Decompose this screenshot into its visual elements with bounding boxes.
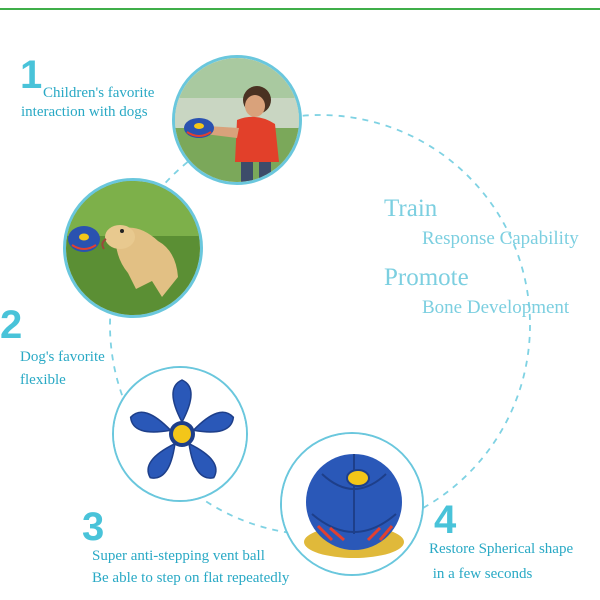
benefit-1-title: Train bbox=[384, 195, 438, 222]
top-divider bbox=[0, 8, 600, 10]
flat-ufo-ball-photo bbox=[112, 366, 248, 502]
ufo-ball-icon bbox=[184, 118, 214, 138]
step-3-caption: Super anti-stepping vent ball Be able to… bbox=[92, 547, 289, 588]
step-1-number: 1 bbox=[20, 53, 43, 97]
step-1-caption: Children's favorite interaction with dog… bbox=[21, 84, 155, 122]
step-3-number: 3 bbox=[82, 505, 105, 549]
step-2-number: 2 bbox=[0, 303, 23, 347]
step-4-number: 4 bbox=[434, 498, 457, 542]
step-2-line-2: flexible bbox=[20, 371, 66, 388]
benefit-2-subtitle: Bone Development bbox=[422, 297, 570, 318]
child-throwing-ball-photo bbox=[172, 55, 302, 185]
flat-ufo-ball-icon bbox=[114, 368, 246, 500]
benefit-1-subtitle: Response Capability bbox=[422, 228, 579, 249]
step-3-line-1: Super anti-stepping vent ball bbox=[92, 548, 265, 564]
step-4-caption: Restore Spherical shape in a few seconds bbox=[429, 540, 573, 584]
step-1-line-2: interaction with dogs bbox=[21, 103, 148, 120]
step-4-line-2: in a few seconds bbox=[429, 565, 533, 582]
dog-catching-ball-photo bbox=[63, 178, 203, 318]
step-2-line-1: Dog's favorite bbox=[20, 349, 105, 365]
spherical-ufo-ball-icon bbox=[282, 434, 422, 574]
step-2-caption: Dog's favorite flexible bbox=[20, 348, 105, 390]
spherical-ufo-ball-photo bbox=[280, 432, 424, 576]
benefit-2-title: Promote bbox=[384, 264, 469, 291]
step-1-line-1: Children's favorite bbox=[43, 85, 155, 101]
step-3-line-2: Be able to step on flat repeatedly bbox=[92, 569, 290, 586]
step-4-line-1: Restore Spherical shape bbox=[429, 541, 574, 557]
ufo-ball-icon bbox=[68, 226, 100, 252]
